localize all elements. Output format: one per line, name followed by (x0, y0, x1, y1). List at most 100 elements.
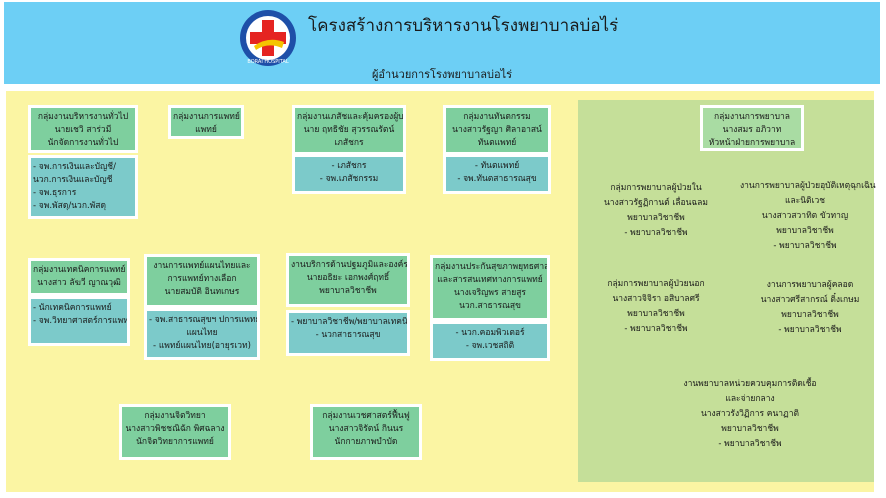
box-medtech: กลุ่มงานเทคนิคการแพทย์ นางสาว ลัฆวี ญาณว… (28, 258, 130, 296)
box-psychology: กลุ่มงานจิตวิทยา นางสาวพิชชณิฉัก พิศฉลาง… (119, 404, 231, 460)
box-nursing-head: กลุ่มงานการพยาบาล นางสมร อภิวาท หัวหน้าฝ… (700, 105, 804, 151)
box-line: พยาบาลวิชาชีพ (319, 286, 377, 296)
nursing-line: พยาบาลวิชาชีพ (781, 310, 839, 320)
box-line: กลุ่มงานเทคนิคการแพทย์ (33, 265, 126, 275)
box-line: นางสาวจิรัตน์ กินนร (328, 424, 404, 434)
box-dental-staff: - ทันตแพทย์ - จพ.ทันตสาธารณสุข (443, 154, 551, 194)
box-line: - นักเทคนิคการแพทย์ (33, 303, 112, 313)
box-general-admin-staff: - จพ.การเงินและบัญชี/ นวก.การเงินและบัญช… (28, 155, 138, 219)
nursing-delivery: งานการพยาบาลผู้คลอด นางสาวศรีสากรณ์ ติ๋ง… (752, 278, 868, 338)
logo-text: BORAI HOSPITAL (247, 59, 288, 65)
box-pharmacy-staff: - เภสัชกร - จพ.เภสัชกรรม (292, 154, 406, 194)
box-line: นวก.การเงินและบัญชี (33, 175, 113, 185)
nursing-line: และนิติเวช (784, 196, 826, 206)
nursing-line: - พยาบาลวิชาชีพ (773, 241, 837, 251)
box-medtech-staff: - นักเทคนิคการแพทย์ - จพ.วิทยาศาสตร์การแ… (28, 296, 130, 346)
box-line: - จพ.เวชสถิติ (465, 341, 515, 351)
box-line: นาย ฤทธิชัย สุวรรณรัตน์ (303, 125, 395, 135)
box-line: กลุ่มงานการพยาบาล (714, 112, 790, 122)
box-line: - จพ.ธุรการ (33, 188, 77, 198)
box-line: - จพ.วิทยาศาสตร์การแพทย์ (33, 316, 127, 326)
box-line: กลุ่มงานจิตวิทยา (144, 411, 206, 421)
box-primary-care: งานบริการด้านปฐมภูมิและองค์รวม นายอธิยะ … (286, 253, 410, 307)
box-thai-medicine-staff: - จพ.สาธารณสุขฯ ปการแพทย์ แผนไทย - แพทย์… (144, 308, 260, 360)
box-line: นักจัดการงานทั่วไป (47, 138, 119, 148)
box-line: กลุ่มงานประกันสุขภาพยุทธศาสตร์ (435, 262, 547, 272)
nursing-line: พยาบาลวิชาชีพ (776, 226, 834, 236)
box-line: - นวกสาธารณสุข (315, 330, 381, 340)
nursing-panel (578, 100, 874, 482)
box-general-admin: กลุ่มงานบริหารงานทั่วไป นายเชวิ สาร่วมี … (28, 105, 138, 153)
box-health-insurance: กลุ่มงานประกันสุขภาพยุทธศาสตร์ และสารสนเ… (430, 255, 550, 321)
nursing-line: - พยาบาลวิชาชีพ (624, 228, 688, 238)
hospital-logo-icon: BORAI HOSPITAL (240, 10, 296, 66)
box-thai-medicine: งานการแพทย์แผนไทยและ การแพทย์ทางเลือก นา… (144, 254, 260, 308)
box-line: นักกายภาพบำบัด (334, 437, 398, 447)
nursing-line: งานการพยาบาลผู้ป่วยอุบัติเหตุฉุกเฉิน (740, 181, 876, 191)
nursing-emergency: งานการพยาบาลผู้ป่วยอุบัติเหตุฉุกเฉิน และ… (740, 179, 876, 254)
box-line: - นวก.คอมพิวเตอร์ (455, 328, 525, 338)
nursing-opd: กลุ่มการพยาบาลผู้ป่วยนอก นางสาวจิจิรา อส… (592, 277, 720, 337)
box-dental: กลุ่มงานทันตกรรม นางสาวรัฐญา ศิลาอาสน์ ท… (443, 105, 551, 155)
box-line: - จพ.การเงินและบัญชี/ (33, 162, 116, 172)
box-line: - แพทย์แผนไทย(อายุรเวท) (153, 341, 251, 351)
box-line: - ทันตแพทย์ (474, 161, 520, 171)
page-title: โครงสร้างการบริหารงานโรงพยาบาลบ่อไร่ (308, 16, 619, 36)
nursing-line: - พยาบาลวิชาชีพ (778, 325, 842, 335)
nursing-line: นางสาวศรีสากรณ์ ติ๋งเกษม (760, 295, 860, 305)
box-line: นายสมบัติ อินทเกษร (164, 287, 240, 297)
box-line: แพทย์ (195, 125, 217, 135)
box-line: นายอธิยะ เอกพงศ์ฤทธิ์ (306, 273, 390, 283)
nursing-line: นางสาวสวาทิต ขัวทาญ (761, 211, 849, 221)
box-line: - เภสัชกร (331, 161, 367, 171)
nursing-line: พยาบาลวิชาชีพ (627, 213, 685, 223)
box-health-insurance-staff: - นวก.คอมพิวเตอร์ - จพ.เวชสถิติ (430, 321, 550, 361)
nursing-line: - พยาบาลวิชาชีพ (624, 324, 688, 334)
box-line: - จพ.เภสัชกรรม (319, 174, 379, 184)
nursing-line: นางสาวรัฐฏิกานต์ เลื่อนฉลม (603, 198, 708, 208)
box-line: นางเจริญพร สายสูร (454, 288, 526, 298)
box-line: งานการแพทย์แผนไทยและ (153, 261, 251, 271)
box-line: นายเชวิ สาร่วมี (54, 125, 112, 135)
director-title: ผู้อำนวยการโรงพยาบาลบ่อไร่ (371, 68, 513, 81)
box-line: งานบริการด้านปฐมภูมิและองค์รวม (291, 260, 407, 270)
box-line: - จพ.สาธารณสุขฯ ปการแพทย์ (149, 315, 257, 325)
nursing-line: พยาบาลวิชาชีพ (627, 309, 685, 319)
nursing-line: พยาบาลวิชาชีพ (721, 424, 779, 434)
box-line: และสารสนเทศทางการแพทย์ (437, 275, 543, 285)
header-banner: BORAI HOSPITAL โครงสร้างการบริหารงานโรงพ… (4, 2, 880, 84)
box-line: นักจิตวิทยาการแพทย์ (136, 437, 214, 447)
box-line: - จพ.ทันตสาธารณสุข (457, 174, 537, 184)
nursing-ipd: กลุ่มการพยาบาลผู้ป่วยใน นางสาวรัฐฏิกานต์… (592, 181, 720, 241)
box-line: กลุ่มงานบริหารงานทั่วไป (37, 112, 129, 122)
nursing-line: งานพยาบาลหน่วยควบคุมการติดเชื้อ (683, 379, 817, 389)
box-line: นางสาวรัฐญา ศิลาอาสน์ (452, 125, 542, 135)
box-line: - พยาบาลวิชาชีพ/พยาบาลเทคนิค (291, 317, 407, 327)
box-line: ทันตแพทย์ (477, 138, 517, 148)
box-line: กลุ่มงานเภสัชและคุ้มครองผู้บริโภค (297, 112, 403, 122)
nursing-line: กลุ่มการพยาบาลผู้ป่วยนอก (607, 279, 705, 289)
box-line: เภสัชกร (334, 138, 364, 148)
nursing-line: กลุ่มการพยาบาลผู้ป่วยใน (610, 183, 702, 193)
box-medical: กลุ่มงานการแพทย์ แพทย์ (168, 105, 244, 139)
box-line: หัวหน้าฝ่ายการพยาบาล (708, 138, 796, 148)
box-line: กลุ่มงานทันตกรรม (463, 112, 531, 122)
nursing-line: - พยาบาลวิชาชีพ (718, 439, 782, 449)
nursing-infection-control: งานพยาบาลหน่วยควบคุมการติดเชื้อ และจ่ายก… (680, 377, 820, 452)
box-line: - จพ.พัสดุ/นวก.พัสดุ (33, 201, 106, 211)
nursing-line: และจ่ายกลาง (725, 394, 775, 404)
nursing-line: นางสาวรังวิฏิการ คนาฏาติ (700, 409, 800, 419)
box-line: กลุ่มงานการแพทย์ (173, 112, 240, 122)
box-line: นวก.สาธารณสุข (459, 301, 521, 311)
box-rehabilitation: กลุ่มงานเวชศาสตร์ฟื้นฟู นางสาวจิรัตน์ กิ… (310, 404, 422, 460)
nursing-line: นางสาวจิจิรา อสิบาลศรี (612, 294, 700, 304)
box-line: นางสมร อภิวาท (722, 125, 782, 135)
box-line: การแพทย์ทางเลือก (167, 274, 237, 284)
box-line: แผนไทย (186, 328, 218, 338)
nursing-line: งานการพยาบาลผู้คลอด (766, 280, 854, 290)
box-primary-care-staff: - พยาบาลวิชาชีพ/พยาบาลเทคนิค - นวกสาธารณ… (286, 310, 410, 356)
box-line: นางสาว ลัฆวี ญาณวุฒิ (37, 278, 121, 288)
box-line: นางสาวพิชชณิฉัก พิศฉลาง (125, 424, 225, 434)
box-line: กลุ่มงานเวชศาสตร์ฟื้นฟู (322, 411, 410, 421)
box-pharmacy: กลุ่มงานเภสัชและคุ้มครองผู้บริโภค นาย ฤท… (292, 105, 406, 155)
